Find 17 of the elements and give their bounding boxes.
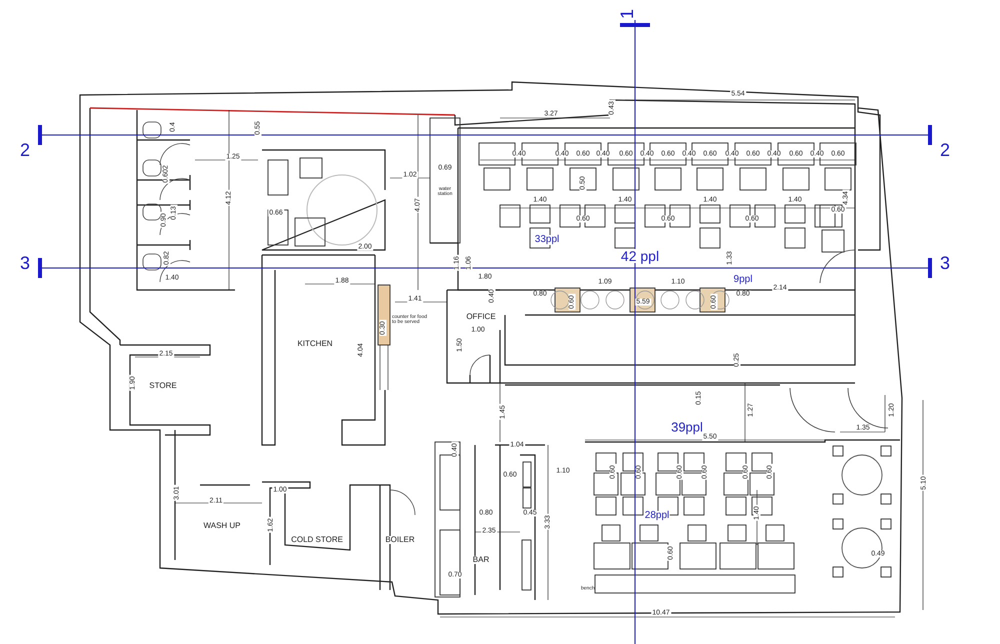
section-number: 2 <box>19 141 31 159</box>
room-label: OFFICE <box>465 313 497 321</box>
capacity-label: 33ppl <box>534 235 560 245</box>
capacity-label: 42 ppl <box>620 249 660 263</box>
section-number: 1 <box>618 8 636 20</box>
room-label: COLD STORE <box>290 536 344 544</box>
room-label: STORE <box>148 382 178 390</box>
room-label: KITCHEN <box>296 340 334 348</box>
capacity-label: 9ppl <box>732 275 754 285</box>
room-label: BOILER <box>384 536 416 544</box>
room-label: BAR <box>472 556 490 564</box>
room-label: WASH UP <box>202 522 242 530</box>
capacity-label: 39ppl <box>670 420 704 434</box>
capacity-label: 28ppl <box>644 511 670 521</box>
section-number: 2 <box>939 141 951 159</box>
section-number: 3 <box>939 254 951 272</box>
section-number: 3 <box>19 254 31 272</box>
